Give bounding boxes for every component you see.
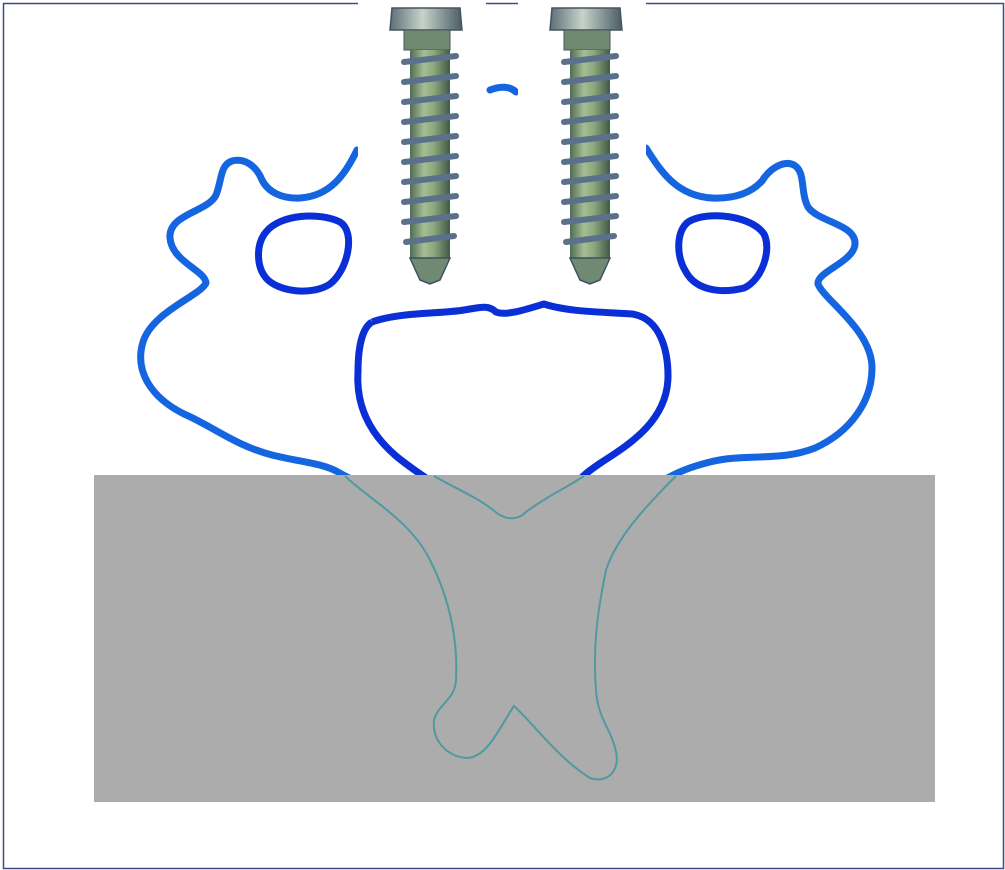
right-screw (518, 0, 646, 284)
left-screw (358, 0, 486, 284)
vertebra-outline (141, 150, 372, 483)
gray-overlay (94, 475, 935, 802)
vertebra-outline-right (646, 148, 872, 480)
vertebra-outline-top (490, 87, 516, 92)
left-transverse-foramen (259, 216, 349, 291)
right-transverse-foramen (679, 216, 767, 291)
vertebral-foramen (358, 304, 668, 482)
